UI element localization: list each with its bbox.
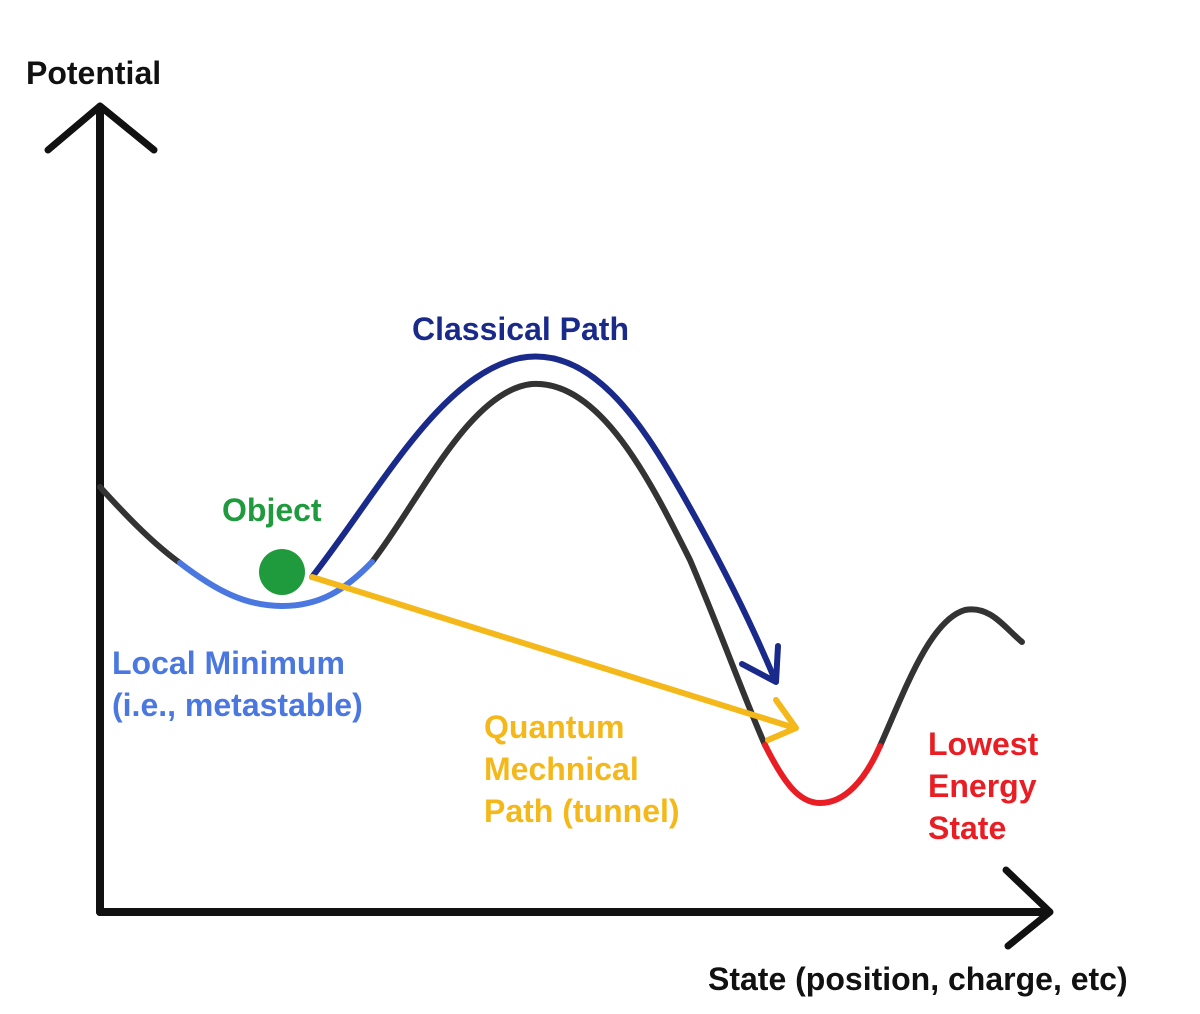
lowest-energy-label: Lowest Energy State bbox=[928, 723, 1038, 849]
local-minimum-segment bbox=[177, 559, 375, 610]
classical-path-line bbox=[309, 353, 778, 683]
potential-curve bbox=[97, 380, 1025, 749]
y-axis-arrowhead bbox=[44, 102, 158, 154]
quantum-path-line-2: Mechnical bbox=[484, 751, 639, 787]
curve-left-wall bbox=[97, 484, 183, 566]
local-minimum-label: Local Minimum (i.e., metastable) bbox=[112, 642, 363, 726]
lowest-energy-segment bbox=[762, 742, 883, 807]
lowest-energy-line-3: State bbox=[928, 810, 1007, 846]
curve-barrier bbox=[369, 380, 768, 748]
object-label: Object bbox=[222, 492, 322, 528]
quantum-path-arrow bbox=[309, 574, 799, 743]
local-minimum-line-1: Local Minimum bbox=[112, 645, 345, 681]
classical-path-arrowhead bbox=[739, 643, 781, 685]
local-minimum-line-2: (i.e., metastable) bbox=[112, 687, 363, 723]
y-axis-label: Potential bbox=[26, 55, 162, 91]
quantum-path-line bbox=[309, 574, 798, 731]
classical-path-label: Classical Path bbox=[412, 311, 629, 347]
x-axis-label: State (position, charge, etc) bbox=[708, 961, 1128, 997]
lowest-energy-line-2: Energy bbox=[928, 768, 1037, 804]
axes bbox=[44, 102, 1054, 950]
quantum-path-label: Quantum Mechnical Path (tunnel) bbox=[484, 706, 680, 832]
object-ball bbox=[259, 549, 305, 595]
lowest-energy-line-1: Lowest bbox=[928, 726, 1039, 762]
classical-path-arrow bbox=[309, 353, 781, 685]
quantum-path-line-1: Quantum bbox=[484, 709, 625, 745]
x-axis-arrowhead bbox=[1002, 866, 1054, 950]
curve-right-wall bbox=[877, 606, 1025, 749]
quantum-path-arrowhead bbox=[765, 697, 799, 743]
quantum-path-line-3: Path (tunnel) bbox=[484, 793, 680, 829]
